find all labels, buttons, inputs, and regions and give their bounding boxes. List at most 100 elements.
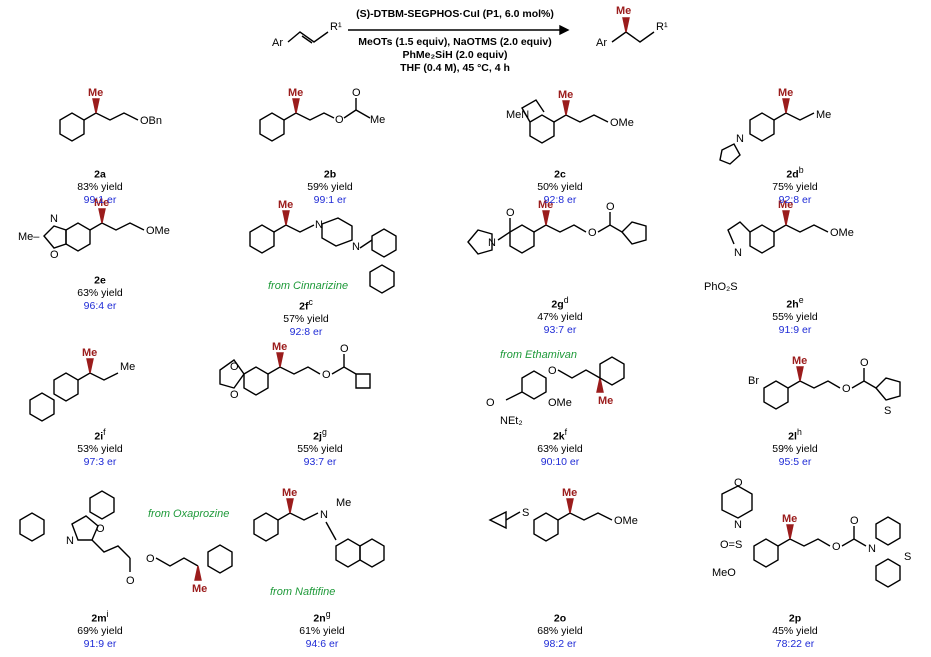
source-oxaprozine: from Oxaprozine [148, 508, 230, 520]
entry-id: 2f [299, 300, 309, 313]
entry-footnote: h [796, 427, 802, 437]
svg-text:O: O [606, 201, 615, 213]
entry-yield: 83% yield [77, 181, 123, 193]
svg-text:Br: Br [748, 375, 759, 387]
source-ethamivan: from Ethamivan [500, 349, 578, 361]
svg-text:PhO₂S: PhO₂S [704, 281, 738, 293]
svg-text:Me: Me [538, 199, 553, 211]
svg-text:Me: Me [288, 87, 303, 99]
svg-text:N: N [734, 247, 742, 259]
structure-2p: O N O=S MeO Me O O N S [712, 477, 911, 588]
svg-text:Me: Me [792, 355, 807, 367]
svg-text:Me: Me [272, 341, 287, 353]
svg-text:N: N [736, 133, 744, 145]
structure-2i: Me Me [29, 347, 135, 422]
svg-text:Me: Me [336, 497, 351, 509]
svg-text:O: O [352, 87, 361, 99]
svg-text:Me: Me [616, 5, 631, 17]
entry-2p: 2p 45% yield 78:22 er [735, 608, 855, 650]
entry-footnote: e [798, 295, 804, 305]
entry-2k: 2kf 63% yield 90:10 er [500, 426, 620, 468]
svg-text:O: O [96, 523, 105, 535]
entry-er: 92:8 er [543, 193, 577, 206]
structure-2g: N O Me O O [467, 199, 647, 255]
entry-2g: 2gd 47% yield 93:7 er [500, 294, 620, 336]
entry-2n: 2ng 61% yield 94:6 er [262, 608, 382, 650]
svg-text:N: N [66, 535, 74, 547]
entry-footnote: f [103, 427, 106, 437]
entry-yield: 69% yield [77, 625, 123, 637]
entry-yield: 57% yield [283, 313, 329, 325]
svg-text:O=S: O=S [720, 539, 742, 551]
svg-text:O: O [230, 361, 239, 373]
svg-text:OMe: OMe [614, 515, 638, 527]
entry-id: 2h [786, 298, 799, 311]
entry-yield: 68% yield [537, 625, 583, 637]
entry-footnote: f [564, 427, 568, 437]
structure-2b: Me O O Me [259, 87, 385, 142]
entry-id: 2b [323, 168, 337, 181]
svg-text:Me: Me [562, 487, 577, 499]
entry-footnote: d [563, 295, 569, 305]
svg-text:Me–: Me– [18, 231, 40, 243]
entry-2o: 2o 68% yield 98:2 er [500, 608, 620, 650]
svg-text:OMe: OMe [146, 225, 170, 237]
entry-yield: 47% yield [537, 311, 583, 323]
svg-text:N: N [488, 237, 496, 249]
entry-2j: 2jg 55% yield 93:7 er [260, 426, 380, 468]
arrow-head [559, 24, 570, 36]
structure-2n: Me N Me [253, 487, 385, 568]
svg-text:OMe: OMe [548, 397, 572, 409]
entry-er: 92:8 er [289, 325, 323, 338]
svg-text:O: O [548, 365, 557, 377]
svg-text:Me: Me [816, 109, 831, 121]
entry-yield: 59% yield [307, 181, 353, 193]
svg-text:O: O [832, 541, 841, 553]
entry-id: 2c [554, 168, 566, 181]
entry-er: 90:10 er [540, 455, 580, 468]
svg-text:OMe: OMe [830, 227, 854, 239]
svg-text:Me: Me [370, 114, 385, 126]
svg-text:O: O [146, 553, 155, 565]
svg-text:MeO: MeO [712, 567, 736, 579]
entry-er: 93:7 er [543, 323, 577, 336]
source-naftifine: from Naftifine [270, 586, 336, 598]
entry-2m: 2mi 69% yield 91:9 er [40, 608, 160, 650]
svg-text:N: N [868, 543, 876, 555]
entry-id: 2e [94, 274, 106, 287]
structure-2e: Me– N O Me OMe [18, 197, 170, 261]
entry-2i: 2if 53% yield 97:3 er [40, 426, 160, 468]
svg-text:O: O [588, 227, 597, 239]
svg-text:OMe: OMe [610, 117, 634, 129]
entry-id: 2i [94, 430, 104, 443]
svg-text:O: O [335, 114, 344, 126]
entry-2c: 2c 50% yield 92:8 er [500, 164, 620, 206]
structure-2o: S Me OMe [488, 487, 638, 542]
structure-2k: O Me OMe O NEt₂ [486, 356, 625, 427]
svg-text:Me: Me [778, 87, 793, 99]
entry-2a: 2a 83% yield 99:1 er [40, 164, 160, 206]
svg-text:Me: Me [120, 361, 135, 373]
svg-text:Ar: Ar [596, 37, 607, 49]
entry-er: 98:2 er [543, 637, 577, 650]
entry-yield: 53% yield [77, 443, 123, 455]
product-alkane: Ar Me R¹ [596, 5, 668, 49]
svg-text:MeN: MeN [506, 109, 529, 121]
svg-text:O: O [850, 515, 859, 527]
entry-er: 97:3 er [83, 455, 117, 468]
entry-yield: 50% yield [537, 181, 583, 193]
entry-id: 2d [786, 168, 799, 181]
entry-yield: 61% yield [299, 625, 345, 637]
svg-text:Me: Me [598, 395, 613, 407]
svg-text:Me: Me [282, 487, 297, 499]
entry-2h: 2he 55% yield 91:9 er [735, 294, 855, 336]
source-cinnarizine: from Cinnarizine [268, 280, 349, 292]
entry-er: 94:6 er [305, 637, 339, 650]
entry-er: 99:1 er [313, 193, 347, 206]
svg-text:N: N [734, 519, 742, 531]
svg-text:Me: Me [94, 197, 109, 209]
svg-text:Ar: Ar [272, 37, 283, 49]
entry-id: 2n [313, 612, 326, 625]
svg-text:O: O [340, 343, 349, 355]
